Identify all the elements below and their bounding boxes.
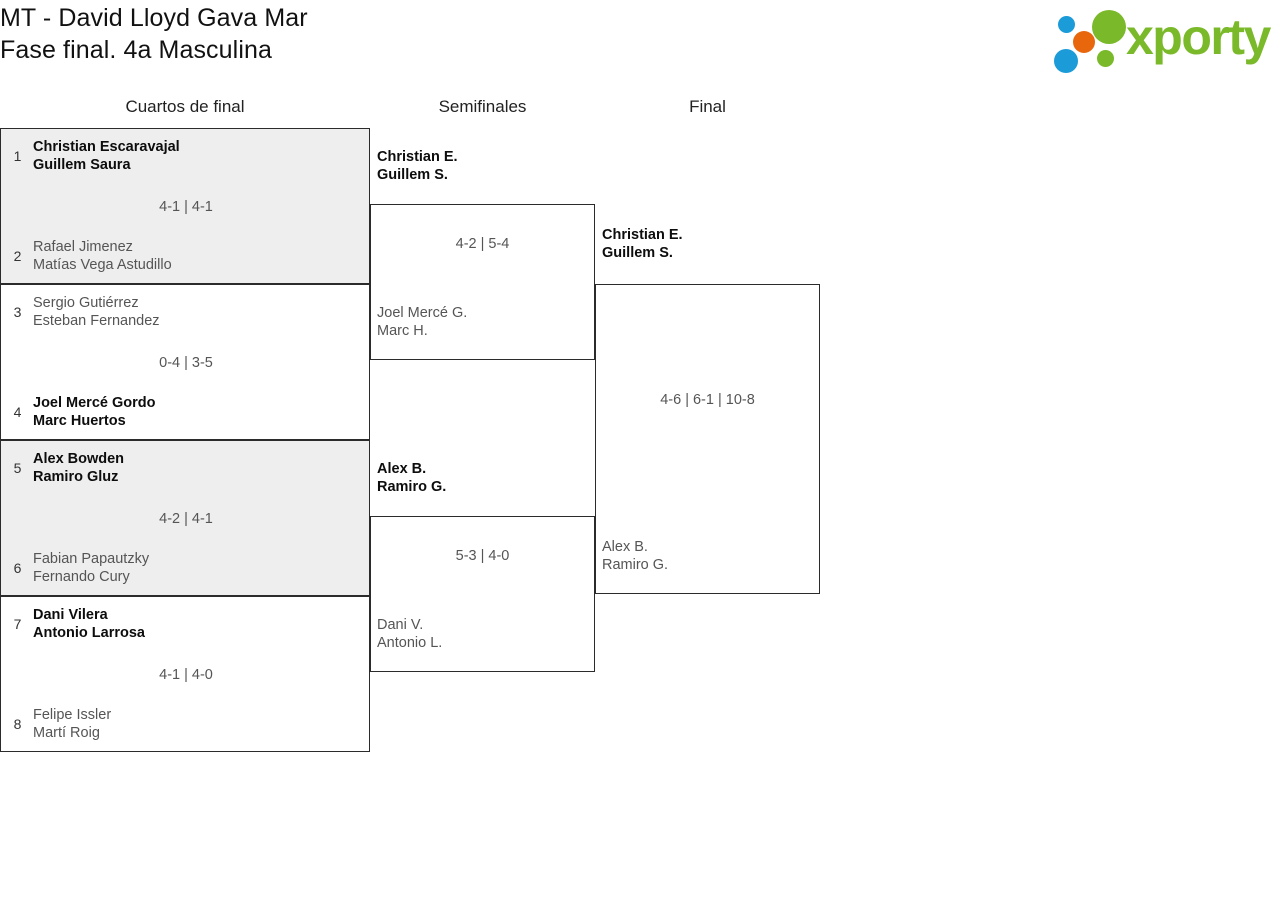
tournament-name: MT - David Lloyd Gava Mar xyxy=(0,4,308,32)
player-name: Christian E. xyxy=(602,227,683,243)
team-players: Joel Mercé Gordo Marc Huertos xyxy=(33,394,155,430)
team-players: Fabian Papautzky Fernando Cury xyxy=(33,550,149,586)
connector-final xyxy=(595,284,820,594)
xporty-logo[interactable]: xporty xyxy=(1050,6,1276,73)
team-players: Sergio Gutiérrez Esteban Fernandez xyxy=(33,294,160,330)
logo-dot-green-small-icon xyxy=(1097,50,1114,67)
match-semifinal-1-team-top[interactable]: Christian E. Guillem S. xyxy=(377,148,458,184)
player-name: Alex B. xyxy=(602,539,648,555)
player-name: Alex Bowden xyxy=(33,451,125,467)
player-name: Esteban Fernandez xyxy=(33,313,160,330)
team-players: Rafael Jimenez Matías Vega Astudillo xyxy=(33,238,172,274)
seed-number: 7 xyxy=(13,616,22,633)
match-team-bottom[interactable]: 4 Joel Mercé Gordo Marc Huertos xyxy=(11,394,156,430)
player-name: Fernando Cury xyxy=(33,568,130,585)
player-name: Dani Vilera xyxy=(33,607,108,623)
player-name: Joel Mercé Gordo xyxy=(33,394,156,411)
seed-number: 6 xyxy=(13,559,22,576)
match-quarterfinal-3[interactable]: 5 Alex Bowden Ramiro Gluz 4-2 | 4-1 6 Fa… xyxy=(0,440,370,596)
connector-semifinal-1 xyxy=(370,204,595,360)
match-quarterfinal-2[interactable]: 3 Sergio Gutiérrez Esteban Fernandez 0-4… xyxy=(0,284,370,440)
player-name: Matías Vega Astudillo xyxy=(33,256,172,273)
player-name: Fabian Papautzky xyxy=(33,550,150,567)
seed-number: 3 xyxy=(13,304,22,321)
page-title: MT - David Lloyd Gava Mar Fase final. 4a… xyxy=(0,2,308,66)
match-final-score: 4-6 | 6-1 | 10-8 xyxy=(660,392,755,408)
match-final-team-top[interactable]: Christian E. Guillem S. xyxy=(602,226,683,262)
team-players: Dani Vilera Antonio Larrosa xyxy=(33,606,145,642)
player-name: Christian Escaravajal xyxy=(33,139,180,155)
match-score: 4-2 | 4-1 xyxy=(159,511,213,527)
seed-number: 2 xyxy=(13,247,22,264)
logo-dots-icon xyxy=(1050,6,1128,73)
match-quarterfinal-1[interactable]: 1 Christian Escaravajal Guillem Saura 4-… xyxy=(0,128,370,284)
connector-semifinal-2 xyxy=(370,516,595,672)
team-players: Joel Mercé G. Marc H. xyxy=(377,304,467,340)
player-name: Ramiro Gluz xyxy=(33,469,119,486)
match-semifinal-1-team-bottom[interactable]: Joel Mercé G. Marc H. xyxy=(377,304,467,340)
seed-number: 5 xyxy=(13,460,22,477)
team-players: Christian Escaravajal Guillem Saura xyxy=(33,138,180,174)
team-players: Alex B. Ramiro G. xyxy=(602,538,668,574)
seed-number: 4 xyxy=(13,403,22,420)
page-header: MT - David Lloyd Gava Mar Fase final. 4a… xyxy=(0,0,1280,78)
match-team-top[interactable]: 3 Sergio Gutiérrez Esteban Fernandez xyxy=(11,294,160,330)
player-name: Felipe Issler xyxy=(33,706,112,723)
player-name: Martí Roig xyxy=(33,724,100,741)
player-name: Ramiro G. xyxy=(377,479,447,496)
match-score: 4-1 | 4-1 xyxy=(159,199,213,215)
player-name: Sergio Gutiérrez xyxy=(33,295,139,311)
logo-dot-orange-icon xyxy=(1073,31,1095,53)
logo-wordmark: xporty xyxy=(1126,9,1271,65)
player-name: Guillem S. xyxy=(602,245,673,262)
seed-number: 1 xyxy=(13,148,22,165)
player-name: Antonio Larrosa xyxy=(33,625,145,642)
tournament-phase: Fase final. 4a Masculina xyxy=(0,36,272,64)
match-team-top[interactable]: 5 Alex Bowden Ramiro Gluz xyxy=(11,450,124,486)
player-name: Marc H. xyxy=(377,323,428,340)
round-header-final: Final xyxy=(689,97,726,116)
match-semifinal-2-team-bottom[interactable]: Dani V. Antonio L. xyxy=(377,616,442,652)
player-name: Joel Mercé G. xyxy=(377,305,468,321)
match-semifinal-2-score: 5-3 | 4-0 xyxy=(455,548,510,564)
team-players: Alex Bowden Ramiro Gluz xyxy=(33,450,124,486)
player-name: Ramiro G. xyxy=(602,557,669,574)
logo-dot-green-large-icon xyxy=(1092,10,1126,44)
team-players: Christian E. Guillem S. xyxy=(377,148,458,184)
team-players: Felipe Issler Martí Roig xyxy=(33,706,111,742)
team-players: Christian E. Guillem S. xyxy=(602,226,683,262)
match-score: 0-4 | 3-5 xyxy=(159,355,213,371)
match-team-top[interactable]: 7 Dani Vilera Antonio Larrosa xyxy=(11,606,145,642)
match-semifinal-2-team-top[interactable]: Alex B. Ramiro G. xyxy=(377,460,446,496)
match-quarterfinal-4[interactable]: 7 Dani Vilera Antonio Larrosa 4-1 | 4-0 … xyxy=(0,596,370,752)
player-name: Antonio L. xyxy=(377,635,443,652)
match-team-bottom[interactable]: 2 Rafael Jimenez Matías Vega Astudillo xyxy=(11,238,172,274)
player-name: Guillem S. xyxy=(377,167,448,184)
team-players: Alex B. Ramiro G. xyxy=(377,460,446,496)
player-name: Guillem Saura xyxy=(33,157,131,174)
match-team-bottom[interactable]: 8 Felipe Issler Martí Roig xyxy=(11,706,112,742)
match-score: 4-1 | 4-0 xyxy=(159,667,213,683)
match-team-top[interactable]: 1 Christian Escaravajal Guillem Saura xyxy=(11,138,180,174)
player-name: Marc Huertos xyxy=(33,412,126,429)
logo-dot-blue-large-icon xyxy=(1054,49,1078,73)
team-players: Dani V. Antonio L. xyxy=(377,616,442,652)
logo-dot-blue-small-icon xyxy=(1058,16,1075,33)
seed-number: 8 xyxy=(13,715,22,732)
player-name: Christian E. xyxy=(377,149,458,165)
round-header-semifinals: Semifinales xyxy=(438,97,527,116)
player-name: Dani V. xyxy=(377,617,424,633)
player-name: Alex B. xyxy=(377,461,427,477)
player-name: Rafael Jimenez xyxy=(33,238,133,255)
round-header-quarterfinals: Cuartos de final xyxy=(125,97,245,116)
match-semifinal-1-score: 4-2 | 5-4 xyxy=(455,236,510,252)
match-team-bottom[interactable]: 6 Fabian Papautzky Fernando Cury xyxy=(11,550,149,586)
match-final-team-bottom[interactable]: Alex B. Ramiro G. xyxy=(602,538,668,574)
